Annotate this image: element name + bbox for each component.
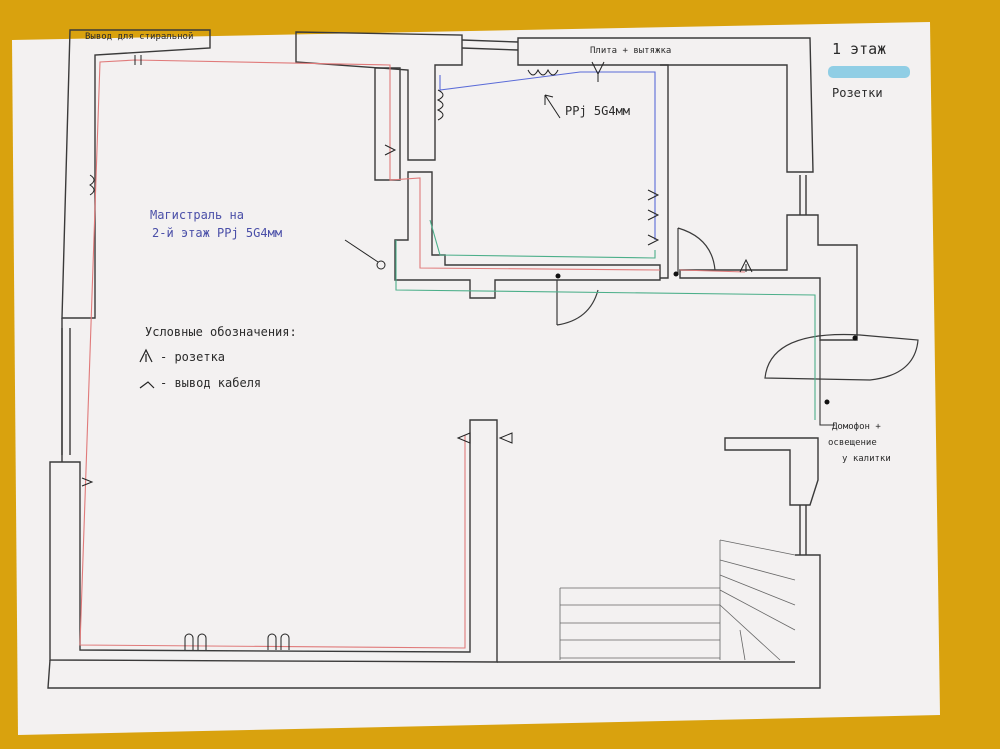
note-wire-spec: PPj 5G4мм [565, 104, 631, 118]
floor-label: 1 этаж [832, 40, 887, 58]
legend-socket-icon [139, 348, 153, 363]
legend-symbols [139, 348, 155, 389]
note-intercom-1: Домофон + [832, 422, 881, 432]
socket-center-post [456, 432, 513, 444]
note-cable-exit-top: Вывод для стиральной [85, 32, 194, 42]
wall-kitchen-right [660, 64, 669, 279]
note-intercom-2: освещение [828, 438, 877, 448]
window-top [461, 39, 519, 51]
wall-top-center [295, 31, 463, 161]
legend-socket-label: - розетка [160, 350, 226, 364]
legend-sub: Розетки [832, 86, 883, 100]
socket-bottom-2 [267, 633, 290, 650]
legend-title: Условные обозначения: [145, 325, 297, 339]
socket-bottom-1 [184, 633, 207, 650]
window-right [799, 175, 807, 555]
wall-kitchen-top [517, 37, 814, 173]
wire-green-main [395, 240, 816, 420]
wall-right-lower [47, 554, 821, 689]
socket-stove [591, 61, 605, 82]
wire-green-kitchen [429, 219, 656, 259]
socket-left-1 [89, 174, 95, 196]
note-main-line-2: 2-й этаж PPj 5G4мм [152, 226, 283, 240]
socket-top-left [134, 55, 142, 65]
wire-red-main [79, 59, 661, 649]
socket-kitchen-coil-2 [527, 68, 559, 76]
wall-center-block [394, 171, 661, 299]
paper-sheet [12, 22, 940, 735]
arrow-wire-spec [544, 94, 561, 119]
cable-main-riser-end [376, 260, 386, 270]
wire-dark-right [819, 340, 835, 426]
junction-dots [555, 271, 858, 405]
socket-upper-left [384, 144, 397, 156]
doors [556, 227, 919, 381]
cable-main-riser [344, 239, 379, 263]
window-left [61, 328, 71, 455]
note-main-line-1: Магистраль на [150, 208, 244, 222]
stairs [559, 539, 796, 661]
legend-cable-label: - вывод кабеля [160, 376, 262, 390]
socket-kitchen-right [647, 189, 660, 246]
highlight-stripe [828, 66, 910, 78]
door-entrance [764, 333, 919, 381]
note-stove-hood: Плита + вытяжка [590, 46, 672, 56]
socket-left-2 [81, 477, 94, 487]
door-bath [677, 227, 716, 275]
wire-blue-kitchen [439, 71, 656, 240]
socket-bath [739, 258, 753, 273]
socket-symbols [81, 55, 753, 650]
wall-kitchen-left [374, 67, 401, 181]
wall-left-lower [49, 419, 498, 663]
door-hall [556, 280, 599, 326]
wire-red-right [679, 269, 746, 273]
socket-kitchen-coil-1 [436, 89, 444, 121]
wires [79, 59, 835, 649]
note-intercom-3: у калитки [842, 454, 891, 464]
legend-cable-icon [139, 381, 155, 389]
